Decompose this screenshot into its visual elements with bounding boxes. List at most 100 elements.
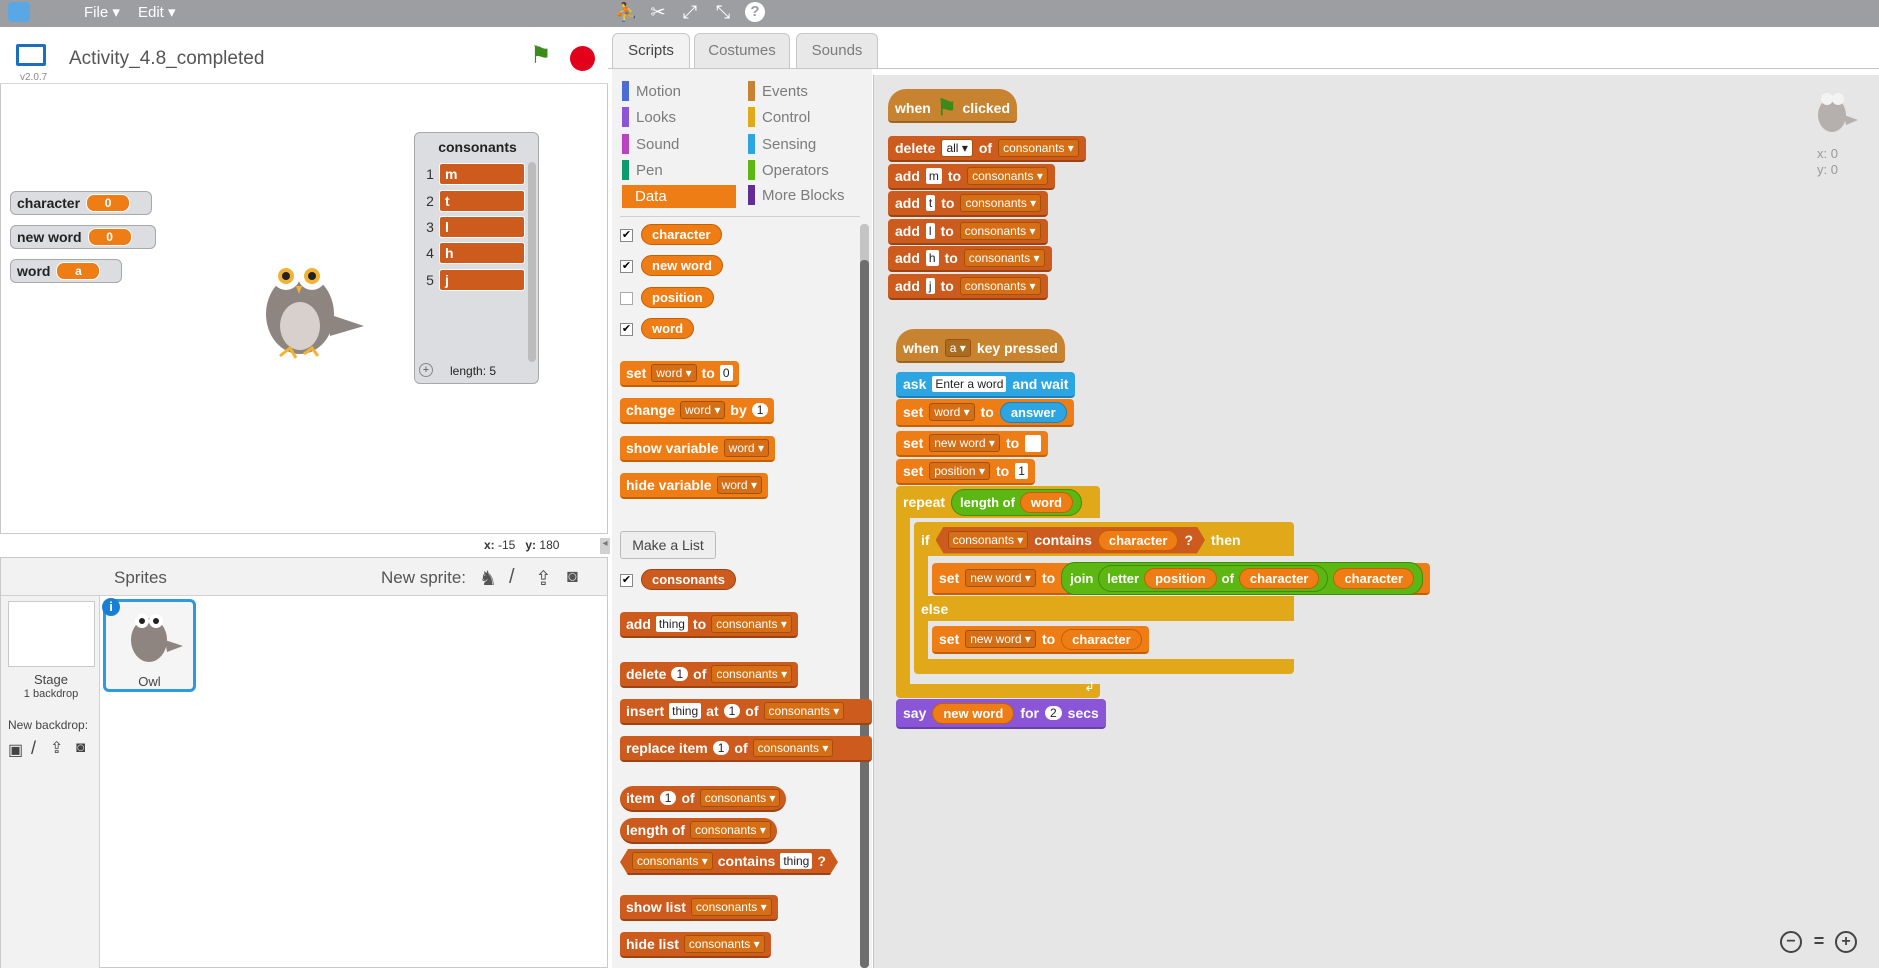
sprite-library-icon[interactable]: ♞ [479, 568, 497, 590]
var-dropdown[interactable]: word [723, 439, 769, 457]
list-dropdown[interactable]: consonants [763, 702, 845, 720]
edit-menu[interactable]: Edit ▾ [138, 4, 176, 21]
list-item-value[interactable]: m [439, 163, 525, 185]
var-dropdown[interactable]: word [929, 403, 975, 421]
block-add-j[interactable]: add j to consonants [888, 274, 1048, 300]
category-control[interactable]: Control [748, 107, 810, 127]
block-set-variable[interactable]: set word to 0 [620, 361, 739, 387]
index-input[interactable]: 1 [723, 704, 741, 718]
list-dropdown[interactable]: consonants [948, 531, 1029, 549]
backdrop-library-icon[interactable]: ▣ [8, 742, 24, 759]
category-pen[interactable]: Pen [622, 160, 663, 180]
block-add-to-list[interactable]: add thing to consonants [620, 612, 798, 638]
block-delete-of-list[interactable]: delete 1 of consonants [620, 662, 799, 688]
list-dropdown[interactable]: consonants [959, 277, 1041, 295]
upload-sprite-icon[interactable]: ⇪ [535, 568, 552, 590]
block-add-t[interactable]: add t to consonants [888, 191, 1049, 217]
letter-of-reporter[interactable]: letter position of character [1098, 564, 1329, 592]
block-list-contains[interactable]: consonants contains thing ? [620, 849, 838, 875]
list-dropdown[interactable]: consonants [683, 935, 765, 953]
list-dropdown[interactable]: consonants [690, 821, 771, 839]
list-dropdown[interactable]: consonants [963, 249, 1045, 267]
when-key-pressed-hat[interactable]: when a key pressed [896, 329, 1065, 363]
zoom-out-icon[interactable]: − [1780, 931, 1802, 953]
list-dropdown[interactable]: consonants [960, 194, 1042, 212]
var-reporter-character[interactable]: character [641, 224, 722, 245]
block-set-new-word-empty[interactable]: set new word to [896, 431, 1049, 457]
file-menu[interactable]: File ▾ [84, 4, 120, 21]
var-dropdown[interactable]: word [716, 476, 762, 494]
var-reporter-character[interactable]: character [1098, 530, 1179, 551]
block-add-l[interactable]: add l to consonants [888, 219, 1048, 245]
index-input[interactable]: 1 [712, 741, 730, 755]
value-input[interactable]: thing [669, 703, 702, 719]
owl-sprite[interactable] [240, 244, 366, 370]
paint-backdrop-icon[interactable]: / [31, 738, 37, 758]
palette-scroll-thumb[interactable] [860, 260, 869, 968]
list-scrollbar[interactable] [528, 162, 536, 362]
block-length-of-list[interactable]: length of consonants [620, 818, 777, 844]
list-dropdown[interactable]: consonants [752, 739, 834, 757]
list-dropdown[interactable]: consonants [967, 167, 1048, 185]
block-set-new-word-join[interactable]: set new word to join letter position of … [932, 561, 1430, 595]
key-dropdown[interactable]: a [944, 339, 971, 357]
list-item-value[interactable]: j [439, 269, 525, 291]
var-reporter-word[interactable]: word [1019, 491, 1073, 513]
category-events[interactable]: Events [748, 81, 808, 101]
category-looks[interactable]: Looks [622, 107, 676, 127]
block-insert-at-list[interactable]: insert thing at 1 of consonants [620, 699, 872, 725]
tab-costumes[interactable]: Costumes [694, 33, 790, 69]
list-dropdown[interactable]: consonants [959, 222, 1041, 240]
cut-icon[interactable]: ✂ [650, 2, 666, 22]
var-dropdown[interactable]: word [680, 401, 726, 419]
var-reporter-character[interactable]: character [1238, 567, 1320, 589]
value-input[interactable]: j [925, 278, 935, 294]
list-dropdown[interactable]: consonants [711, 665, 793, 683]
upload-backdrop-icon[interactable]: ⇪ [50, 740, 64, 757]
list-dropdown[interactable]: consonants [690, 898, 772, 916]
block-change-variable[interactable]: change word by 1 [620, 398, 775, 424]
category-data[interactable]: Data [622, 185, 736, 208]
value-input[interactable]: Enter a word [932, 376, 1007, 392]
monitor-new-word[interactable]: new word 0 [10, 225, 156, 249]
value-input[interactable]: m [925, 168, 942, 184]
contains-boolean[interactable]: consonants contains character ? [936, 527, 1205, 554]
scratch-logo-icon[interactable] [8, 2, 30, 22]
var-dropdown[interactable]: new word [965, 569, 1036, 587]
make-list-button[interactable]: Make a List [620, 531, 716, 559]
block-say-for-secs[interactable]: say new word for 2 secs [896, 699, 1106, 729]
list-dropdown[interactable]: consonants [711, 615, 792, 633]
block-hide-list[interactable]: hide list consonants [620, 932, 771, 958]
camera-sprite-icon[interactable]: ◙ [567, 566, 578, 586]
camera-backdrop-icon[interactable]: ◙ [76, 739, 86, 756]
block-hide-variable[interactable]: hide variable word [620, 473, 768, 499]
category-sound[interactable]: Sound [622, 134, 679, 154]
green-flag-icon[interactable]: ⚑ [530, 42, 552, 69]
var-dropdown[interactable]: word [651, 364, 697, 382]
duplicate-icon[interactable]: ⛹ [615, 2, 638, 22]
block-add-m[interactable]: add m to consonants [888, 164, 1055, 190]
tab-sounds[interactable]: Sounds [796, 33, 878, 69]
help-icon[interactable]: ? [745, 2, 765, 22]
block-set-position[interactable]: set position to 1 [896, 459, 1035, 485]
block-show-list[interactable]: show list consonants [620, 895, 778, 921]
list-checkbox-consonants[interactable]: ✔ [620, 574, 633, 587]
list-add-button[interactable]: + [419, 363, 433, 377]
block-set-word-to-answer[interactable]: set word to answer [896, 399, 1074, 427]
category-motion[interactable]: Motion [622, 81, 681, 101]
zoom-reset-icon[interactable]: = [1813, 931, 1825, 951]
value-input[interactable]: thing [655, 616, 688, 632]
block-set-new-word-character[interactable]: set new word to character [932, 626, 1149, 654]
paint-sprite-icon[interactable]: / [509, 566, 515, 588]
shrink-icon[interactable]: ⤡ [715, 2, 731, 22]
project-title[interactable]: Activity_4.8_completed [69, 48, 265, 69]
value-input[interactable]: 2 [1044, 706, 1062, 720]
var-checkbox-new-word[interactable]: ✔ [620, 260, 633, 273]
var-dropdown[interactable]: new word [929, 434, 1000, 452]
fullscreen-icon[interactable] [16, 44, 46, 66]
category-sensing[interactable]: Sensing [748, 134, 816, 154]
var-dropdown[interactable]: position [929, 462, 990, 480]
block-ask-and-wait[interactable]: ask Enter a word and wait [896, 372, 1076, 398]
